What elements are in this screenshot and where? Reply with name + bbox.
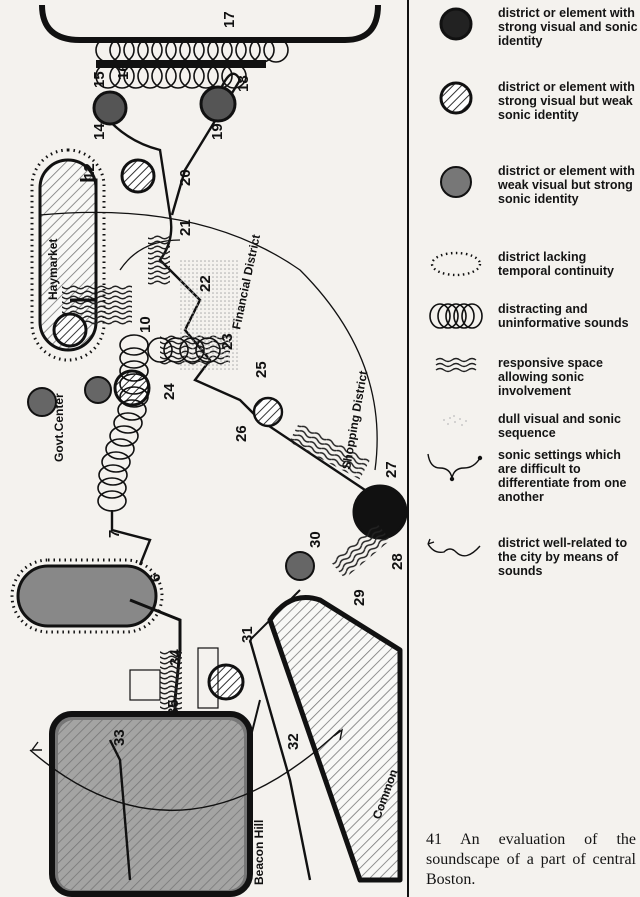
label-shopping: Shopping District [339, 370, 370, 471]
hatched-circle-icon [439, 81, 473, 115]
node-30 [285, 551, 315, 581]
route-number: 25 [253, 361, 270, 378]
route-number: 6 [147, 574, 164, 582]
route-number: 22 [197, 275, 214, 292]
route-number: 23 [219, 333, 236, 350]
route-number: 15 [91, 71, 108, 88]
common-park [267, 595, 403, 883]
node-25 [252, 396, 284, 428]
route-number: 26 [233, 425, 250, 442]
route-number: 7 [106, 530, 123, 538]
overlapping-rings-icon [429, 303, 483, 329]
dotted-outline-icon [430, 251, 482, 277]
figure-caption: 41 An evaluation of the soundscape of a … [426, 831, 636, 888]
legend-label: district well-related to the city by mea… [498, 536, 628, 578]
route-number: 12 [81, 163, 98, 180]
legend-label: district or element with strong visual a… [498, 6, 638, 48]
route-number: 28 [389, 553, 406, 570]
route-numbers: 6 7 10 12 14 15 16 17 18 19 20 21 22 23 … [81, 11, 406, 750]
legend-label: district or element with weak visual but… [498, 164, 635, 206]
haymarket-outline [30, 148, 106, 362]
route-number: 27 [383, 461, 400, 478]
legend-label: district or element with strong visual b… [498, 80, 635, 122]
legend-label: distracting and uninformative sounds [498, 302, 629, 330]
wavy-band-icon [435, 357, 477, 373]
arcs-icon [427, 453, 483, 482]
label-govt-center: Govt.Center [52, 393, 66, 462]
route-number: 34 [167, 649, 184, 666]
arc-arrows-icon [427, 538, 481, 557]
route-number: 32 [285, 733, 302, 750]
node-hatched-mid [207, 663, 245, 701]
node-govt-2 [84, 376, 112, 404]
node-hatched-top [120, 158, 156, 194]
route-number: 33 [111, 729, 128, 746]
route-number: 17 [221, 11, 238, 28]
route-number: 20 [177, 169, 194, 186]
map-legend: district or element with strong visual a… [418, 0, 640, 897]
legend-label: sonic settings which are difficult to di… [498, 448, 627, 504]
route-number: 21 [177, 219, 194, 236]
node-15 [92, 90, 128, 126]
route-number: 35 [165, 699, 182, 716]
node-19 [199, 85, 237, 123]
distracting-rings-chain [97, 334, 221, 512]
route-number: 18 [235, 75, 252, 92]
govt-outline [10, 558, 164, 634]
route-number: 24 [161, 383, 178, 400]
route-number: 30 [307, 531, 324, 548]
legend-label: district lacking temporal continuity [498, 250, 614, 278]
grey-circle-icon [440, 166, 472, 198]
route-number: 19 [209, 123, 226, 140]
route-number: 10 [137, 316, 154, 333]
dark-circle-icon [439, 7, 473, 41]
node-govt [27, 387, 57, 417]
govt-district [16, 564, 158, 628]
soundscape-map: Haymarket Govt.Center Financial District… [10, 0, 409, 897]
route-number: 31 [239, 626, 256, 643]
top-block [39, 4, 381, 43]
route-number: 14 [91, 123, 108, 140]
label-haymarket: Haymarket [46, 239, 60, 300]
legend-label: responsive space allowing sonic involvem… [498, 356, 603, 398]
node-haymarket [52, 312, 88, 348]
legend-label: dull visual and sonic sequence [498, 412, 621, 440]
label-beacon: Beacon Hill [252, 820, 266, 885]
route-number: 16 [115, 63, 132, 80]
route-number: 29 [351, 589, 368, 606]
faint-stipple-icon [443, 415, 467, 426]
